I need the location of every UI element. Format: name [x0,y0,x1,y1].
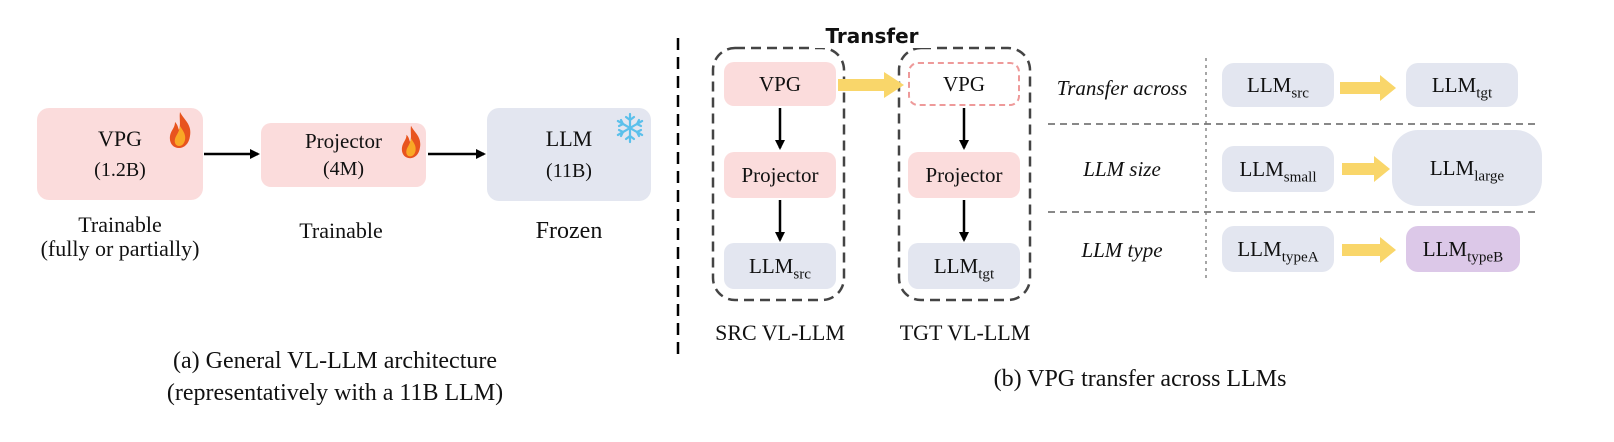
tgt-vpg-block: VPG [908,62,1020,106]
projector-block: Projector (4M) [261,123,426,187]
src-projector-block: Projector [724,152,836,198]
row3-to-block: LLMtypeB [1406,226,1520,272]
fire-icon [169,112,191,148]
tgt-llm-label: LLMtgt [933,253,995,283]
transfer-arrow-row-1 [1340,75,1396,101]
projector-title: Projector [305,129,382,154]
tgt-frame [897,46,1032,302]
projector-size: (4M) [322,157,365,180]
tgt-projector-block: Projector [908,152,1020,198]
src-vpg-block: VPG [724,62,836,106]
transfer-arrow-row-3 [1342,237,1396,263]
llm-status: Frozen [535,218,603,244]
tgt-projector-label: Projector [925,162,1003,187]
projector-status: Trainable [299,218,383,243]
row-label-llm-type: LLM type [1081,238,1163,262]
vpg-size: (1.2B) [94,159,146,182]
row2-from-block: LLMsmall [1222,146,1334,192]
transfer-label: Transfer [812,24,932,48]
row1-to-block: LLMtgt [1406,63,1518,107]
tgt-llm-block: LLMtgt [908,243,1020,289]
row-label-transfer-across: Transfer across [1056,76,1188,100]
snowflake-icon [616,112,644,144]
tgt-vpg-label: VPG [942,71,985,96]
src-frame [711,46,846,302]
src-projector-label: Projector [741,162,819,187]
caption-a-line1: (a) General VL-LLM architecture [172,348,498,374]
row1-from-block: LLMsrc [1222,63,1334,107]
caption-b: (b) VPG transfer across LLMs [993,366,1287,392]
transfer-arrow-vpg [838,72,904,98]
fire-icon [401,125,421,159]
row2-to-block: LLMlarge [1392,130,1542,206]
src-llm-label: LLMsrc [749,253,811,283]
llm-title: LLM [545,126,593,152]
row-label-llm-size: LLM size [1083,157,1161,181]
tgt-caption: TGT VL-LLM [899,320,1031,345]
llm-size: (11B) [546,159,592,182]
src-llm-block: LLMsrc [724,243,836,289]
row3-from-block: LLMtypeA [1222,226,1334,272]
caption-a-line2: (representatively with a 11B LLM) [166,380,504,406]
transfer-arrow-row-2 [1342,156,1390,182]
src-vpg-label: VPG [758,71,801,96]
src-caption: SRC VL-LLM [715,320,845,345]
vpg-title: VPG [97,125,142,151]
vpg-status-line1: Trainable [78,212,162,237]
vpg-status-line2: (fully or partially) [40,236,200,261]
